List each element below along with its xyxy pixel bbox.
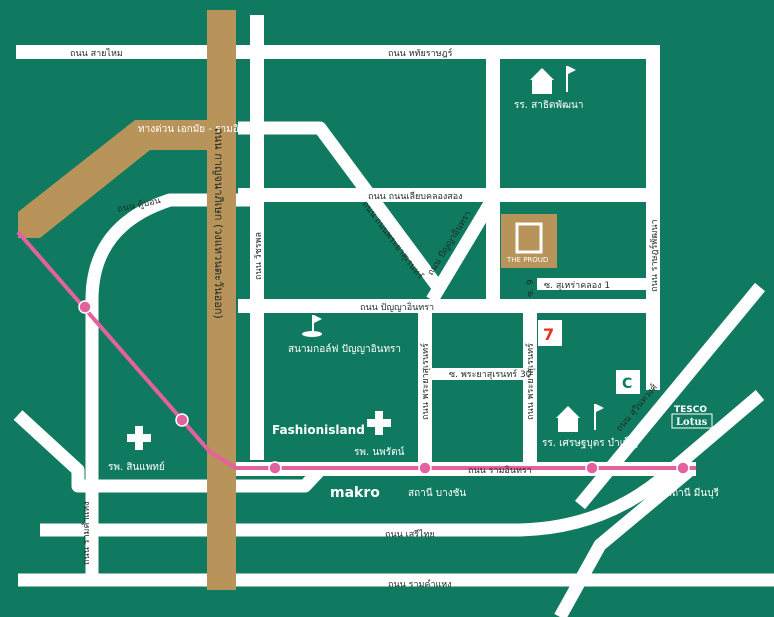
road-panya-intra xyxy=(238,299,660,313)
pink-line-stations xyxy=(78,300,690,475)
road-lower-left xyxy=(13,410,325,493)
station-dot xyxy=(676,461,690,475)
label-ramkhamhaeng-vert: ถนน รามคำแหง xyxy=(81,501,92,565)
road-soi-suerakhlong xyxy=(537,278,651,290)
label-golf: สนามกอล์ฟ ปัญญาอินทรา xyxy=(288,343,401,355)
road-phraya-suren-diag xyxy=(238,121,446,294)
station-dot xyxy=(78,300,92,314)
road-khubon xyxy=(85,193,255,580)
label-fashion-island: Fashionisland xyxy=(272,423,365,437)
road-vertical-phraya-left xyxy=(418,300,432,468)
road-diag-bottom xyxy=(554,465,695,617)
label-liap-khlong-song: ถนน ถนนเลียบคลองสอง xyxy=(368,191,463,202)
label-expressway: ทางด่วน เอกมัย - รามอินทรา xyxy=(138,124,263,135)
label-sai-mai: ถนน สายไหม xyxy=(70,48,123,59)
hospital-cross-icon xyxy=(367,411,391,435)
label-panya-intra: ถนน ปัญญาอินทรา xyxy=(360,302,434,313)
label-phraya-suren-vert-left: ถนน พระยาสุเรนทร์ xyxy=(419,343,431,420)
label-hathai-rat: ถนน หทัยราษฎร์ xyxy=(388,47,453,59)
station-dot xyxy=(585,461,599,475)
label-phraya-suren-vert-right: ถนน พระยาสุเรนทร์ xyxy=(524,343,536,420)
golf-flag-icon xyxy=(302,315,322,337)
expressway-diagonal xyxy=(18,120,210,238)
label-ramkhamhaeng: ถนน รามคำแหง xyxy=(388,579,452,590)
label-lotus: Lotus xyxy=(676,417,708,428)
pink-line-track xyxy=(16,230,696,470)
school-icon xyxy=(556,404,604,432)
label-watcharaphon: ถนน วัชรพล xyxy=(254,232,264,280)
label-ramintra: ถนน รามอินทรา xyxy=(468,465,532,476)
road-seri-thai xyxy=(40,390,765,537)
label-tesco: TESCO xyxy=(674,405,707,415)
expressway-vertical xyxy=(207,10,236,590)
tesco-lotus-logo: TESCO Lotus xyxy=(671,405,713,429)
label-soi-30: ซ. พระยาสุเรนทร์ 30 xyxy=(449,368,532,380)
the-proud-marker: THE PROUD xyxy=(501,214,557,268)
seven-eleven-glyph: 7 xyxy=(543,325,554,344)
label-hospital-nopparat: รพ. นพรัตน์ xyxy=(354,446,405,458)
station-dot xyxy=(418,461,432,475)
label-school-top: รร. สาธิตพัฒนา xyxy=(514,100,584,111)
road-vertical-far-right xyxy=(646,45,660,390)
label-soi-suerakhlong: ซ. สุเหร่าคลอง 1 xyxy=(544,281,610,291)
station-dot xyxy=(268,461,282,475)
label-seri-thai: ถนน เสรีไทย xyxy=(385,529,435,540)
label-station-bang-chan: สถานี บางชัน xyxy=(408,487,466,499)
label-the-proud: THE PROUD xyxy=(506,256,548,264)
hospital-cross-icon xyxy=(127,426,151,450)
road-vertical-phraya-right xyxy=(523,300,537,470)
label-school-bottom: รร. เศรษฐบุตร บำเพ็ญ xyxy=(542,435,638,449)
label-hospital-sinphaet: รพ. สินแพทย์ xyxy=(108,461,165,473)
road-vertical-top-right xyxy=(486,45,500,300)
big-c-glyph: C xyxy=(622,376,632,392)
big-c-logo: C xyxy=(616,370,640,394)
pink-line xyxy=(16,230,696,470)
label-ratpattana: ถนน ราษฎร์พัฒนา xyxy=(648,219,660,292)
expressway xyxy=(18,10,236,590)
label-kanchanaphisek: ถนน กาญจนาภิเษก (วงแหวนตะวันออก) xyxy=(212,128,225,319)
station-dot xyxy=(175,413,189,427)
label-station-min-buri: สถานี มีนบุรี xyxy=(666,487,720,499)
seven-eleven-logo: 7 xyxy=(538,320,562,346)
the-proud-logo-icon xyxy=(515,222,543,254)
road-panya-intra-diag xyxy=(426,196,498,304)
label-makro: makro xyxy=(330,485,380,501)
road-liap-khlong-song xyxy=(238,188,660,202)
label-soi-9: ซ. 9 xyxy=(526,279,536,297)
school-icon xyxy=(530,66,576,94)
road-soi-30 xyxy=(432,368,524,380)
